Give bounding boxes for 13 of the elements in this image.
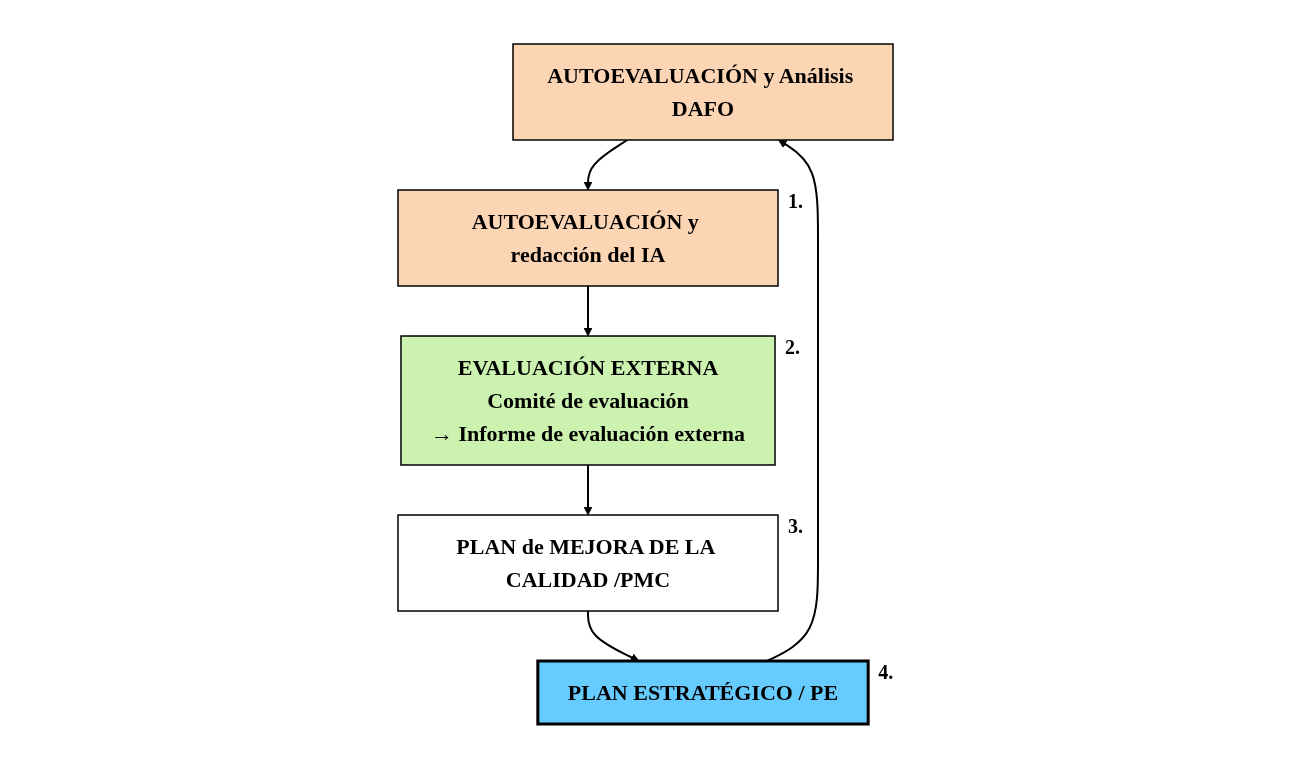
node-box: EVALUACIÓN EXTERNA Comité de evaluación → Informe de evaluación externa <box>400 334 776 466</box>
step-number: 4. <box>878 660 894 684</box>
arrow <box>583 284 593 336</box>
node-box: AUTOEVALUACIÓN y redacción del IA <box>397 188 779 287</box>
arrow <box>587 609 640 661</box>
node-box: PLAN ESTRATÉGICO / PE <box>536 659 870 725</box>
node-box: AUTOEVALUACIÓN y Análisis DAFO <box>512 42 894 141</box>
arrow <box>583 463 593 515</box>
step-number: 3. <box>788 514 803 538</box>
arrow <box>583 138 629 190</box>
step-number: 2. <box>785 335 801 359</box>
step-number: 1. <box>788 189 803 213</box>
node-box: PLAN de MEJORA DE LA CALIDAD /PMC <box>397 513 779 612</box>
